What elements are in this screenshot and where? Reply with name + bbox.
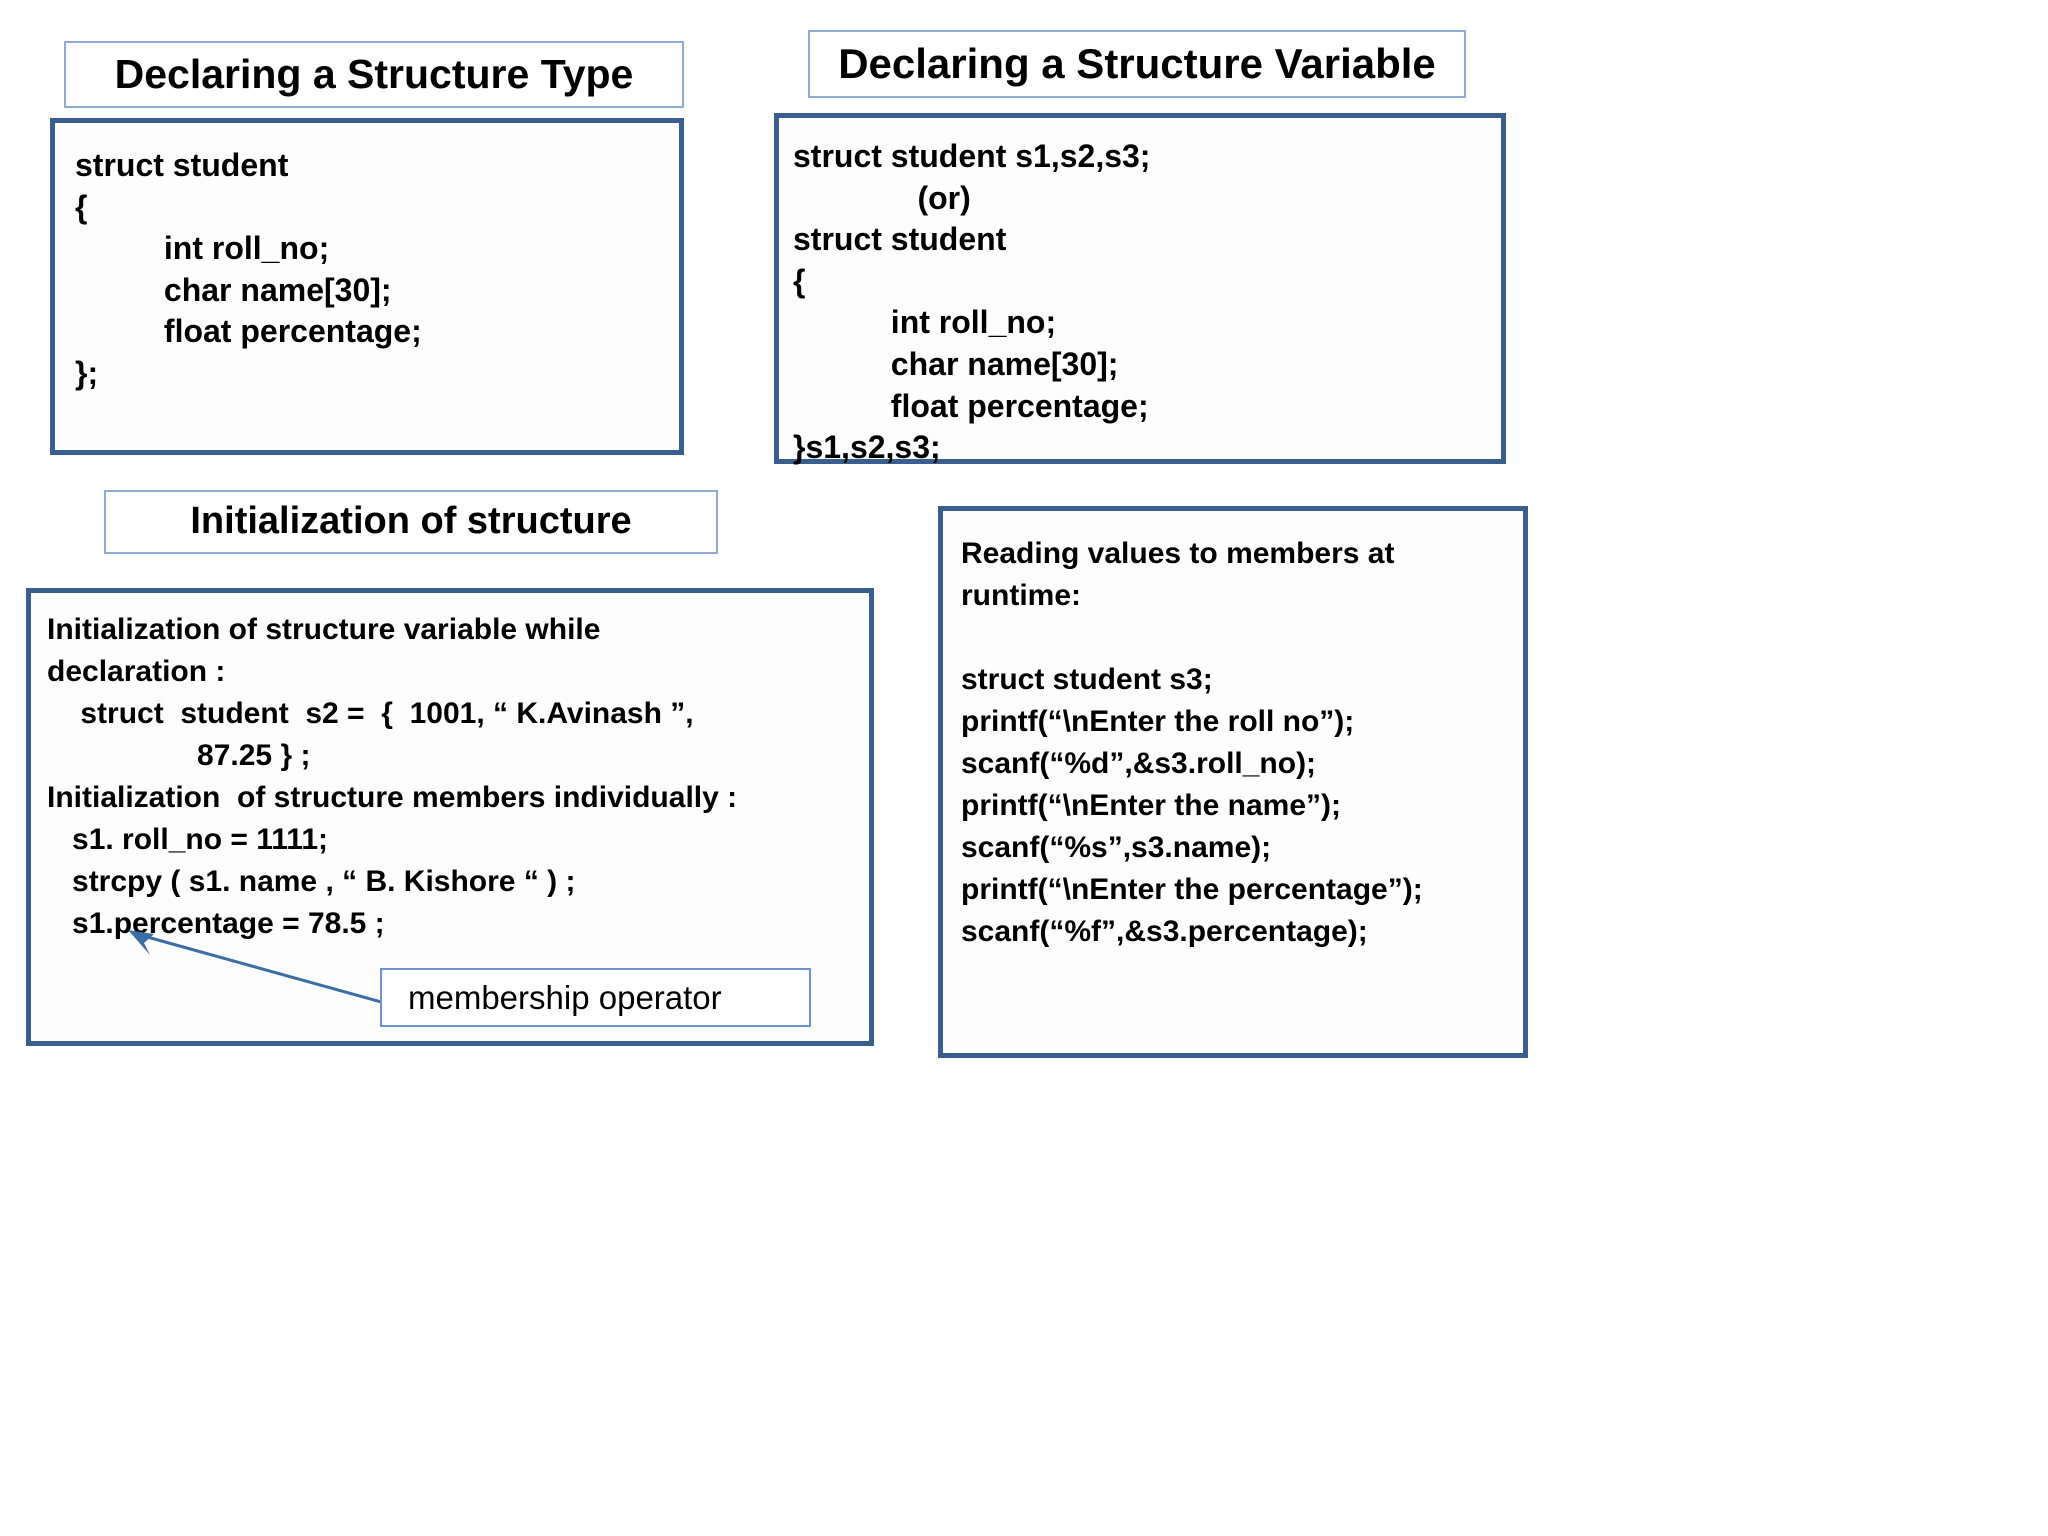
- code-structure-type-text: struct student { int roll_no; char name[…: [75, 147, 422, 391]
- title-initialization-of-structure: Initialization of structure: [104, 490, 718, 554]
- code-reading-values-runtime-text: Reading values to members at runtime: st…: [961, 537, 1423, 948]
- code-initialization-text: Initialization of structure variable whi…: [47, 613, 738, 940]
- code-box-reading-values-runtime: Reading values to members at runtime: st…: [938, 506, 1528, 1058]
- callout-membership-operator: membership operator: [380, 968, 811, 1027]
- callout-membership-operator-text: membership operator: [408, 978, 722, 1016]
- title-declaring-structure-variable-text: Declaring a Structure Variable: [838, 39, 1436, 87]
- title-initialization-of-structure-text: Initialization of structure: [190, 500, 632, 543]
- title-declaring-structure-type: Declaring a Structure Type: [64, 41, 684, 108]
- title-declaring-structure-variable: Declaring a Structure Variable: [808, 30, 1466, 98]
- code-structure-variable-text: struct student s1,s2,s3; (or) struct stu…: [793, 138, 1151, 466]
- title-declaring-structure-type-text: Declaring a Structure Type: [114, 50, 634, 97]
- code-box-structure-variable: struct student s1,s2,s3; (or) struct stu…: [774, 113, 1506, 465]
- code-box-structure-type: struct student { int roll_no; char name[…: [50, 118, 684, 455]
